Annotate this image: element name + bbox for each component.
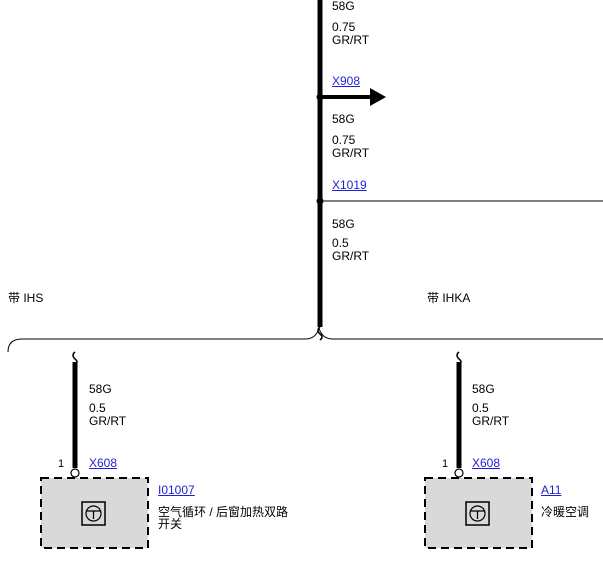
seg1-size: 0.75: [332, 20, 356, 34]
right-switch-icon-circle: [469, 505, 486, 522]
variant-brace: [7, 326, 603, 353]
left-pin-number: 1: [58, 458, 65, 470]
seg1-color: GR/RT: [332, 33, 370, 47]
seg2-color: GR/RT: [332, 146, 370, 160]
left-switch-icon-lever: [87, 510, 100, 519]
right-component-id-link[interactable]: A11: [541, 483, 562, 497]
left-component-id-link[interactable]: I01007: [158, 483, 195, 497]
right-pin-circle: [454, 468, 464, 478]
right-connector-link[interactable]: X608: [472, 456, 501, 470]
connector-x1019-link[interactable]: X1019: [332, 178, 367, 192]
splice-x908: [316, 93, 324, 101]
left-pin-circle: [70, 468, 80, 478]
seg3-code: 58G: [332, 217, 355, 231]
splice-x1019: [316, 197, 324, 205]
right-wire-code: 58G: [472, 382, 495, 396]
seg3-size: 0.5: [332, 236, 349, 250]
right-component-name: 冷暖空调: [541, 506, 590, 519]
right-switch-icon-lever: [471, 510, 484, 519]
left-component-name-line2: 开关: [158, 517, 183, 531]
left-wire-code: 58G: [89, 382, 112, 396]
seg1-code: 58G: [332, 0, 355, 13]
x908-arrow-head: [370, 88, 386, 106]
left-component-name-line1: 空气循环 / 后窗加热双路: [158, 505, 289, 519]
right-wire-size: 0.5: [472, 401, 489, 415]
right-wire-color: GR/RT: [472, 414, 510, 428]
seg2-size: 0.75: [332, 133, 356, 147]
seg2-code: 58G: [332, 112, 355, 126]
seg3-color: GR/RT: [332, 249, 370, 263]
right-pin-number: 1: [442, 458, 449, 470]
left-connector-link[interactable]: X608: [89, 456, 118, 470]
left-wire-color: GR/RT: [89, 414, 127, 428]
left-wire-size: 0.5: [89, 401, 106, 415]
left-switch-icon-circle: [85, 505, 102, 522]
connector-x908-link[interactable]: X908: [332, 74, 361, 88]
left-variant-condition: 带 IHS: [8, 291, 44, 305]
right-variant-condition: 带 IHKA: [427, 291, 471, 305]
